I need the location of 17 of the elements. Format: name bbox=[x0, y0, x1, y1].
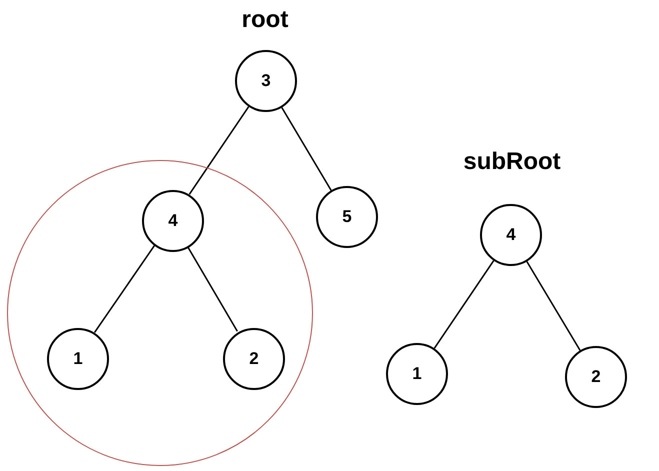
tree-edge bbox=[434, 260, 494, 349]
tree-label: root bbox=[242, 6, 288, 34]
tree-node: 2 bbox=[223, 328, 285, 390]
tree-edge bbox=[188, 106, 250, 195]
tree-node: 4 bbox=[142, 190, 204, 252]
tree-node: 4 bbox=[480, 204, 542, 266]
tree-edge bbox=[94, 245, 156, 333]
tree-node: 2 bbox=[565, 346, 627, 408]
highlight-circle bbox=[7, 160, 313, 466]
tree-edge bbox=[526, 261, 581, 351]
tree-node: 5 bbox=[316, 186, 378, 248]
tree-node: 1 bbox=[386, 343, 448, 405]
tree-edge bbox=[281, 107, 332, 191]
tree-node: 3 bbox=[235, 50, 297, 112]
tree-edge bbox=[187, 246, 238, 332]
tree-label: subRoot bbox=[463, 148, 561, 176]
tree-node: 1 bbox=[47, 328, 109, 390]
